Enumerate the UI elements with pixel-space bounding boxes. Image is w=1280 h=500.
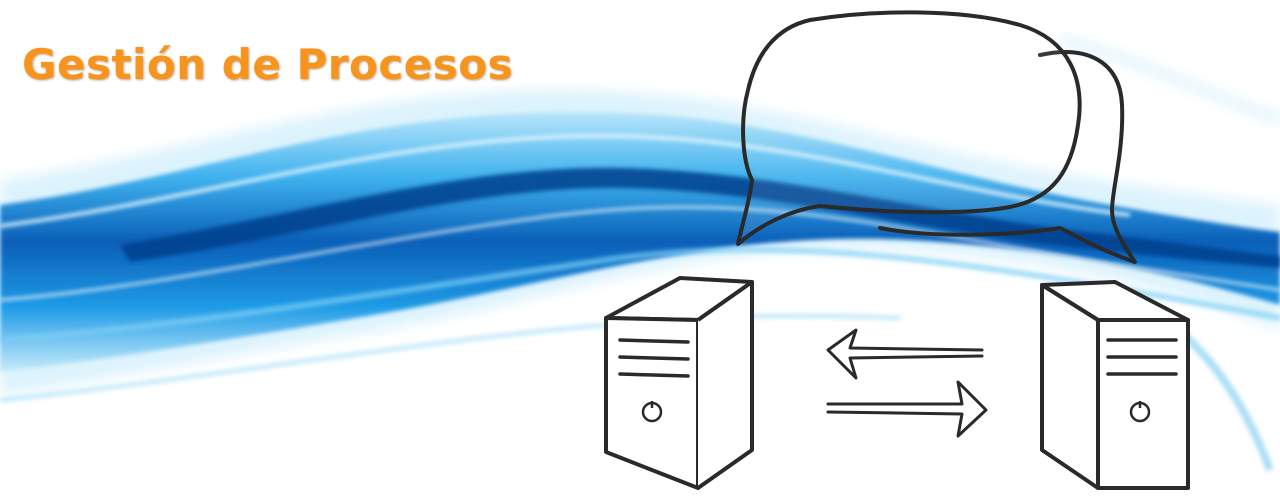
page-title: Gestión de Procesos xyxy=(22,40,514,89)
